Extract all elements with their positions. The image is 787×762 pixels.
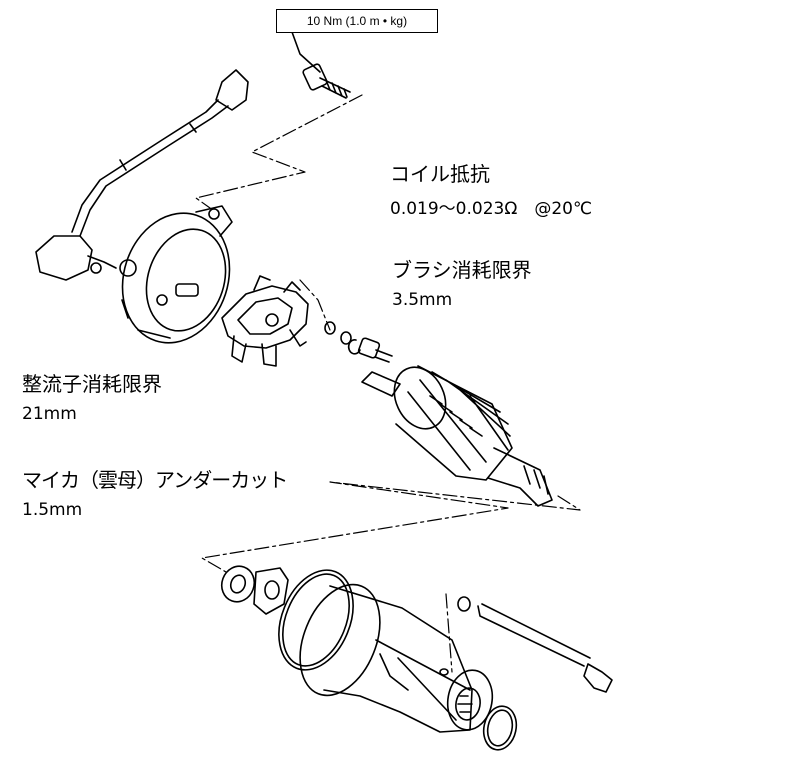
brush-wear-limit-value: 3.5mm — [392, 290, 453, 310]
assembly-line-lower — [202, 482, 580, 572]
washers-and-screw — [325, 322, 392, 362]
assembly-line-top — [196, 95, 362, 208]
coil-resistance-value: 0.019～0.023Ω @20℃ — [390, 199, 593, 219]
torque-leader-line — [292, 32, 320, 72]
through-bolt — [458, 597, 612, 692]
coil-resistance-title: コイル抵抗 — [390, 162, 490, 186]
mica-undercut-title: マイカ（雲母）アンダーカット — [22, 468, 288, 492]
lower-washers — [217, 562, 288, 614]
armature — [362, 359, 552, 506]
o-ring-rear — [480, 703, 520, 753]
motor-yoke — [285, 573, 497, 734]
rear-end-cover — [106, 199, 246, 357]
commutator-wear-limit-value: 21mm — [22, 404, 77, 424]
torque-spec-box: 10 Nm (1.0 m • kg) — [276, 9, 438, 33]
brush-wear-limit-title: ブラシ消耗限界 — [392, 258, 532, 282]
assembly-line-middle — [300, 280, 330, 330]
top-bolt — [302, 63, 350, 98]
commutator-wear-limit-title: 整流子消耗限界 — [22, 372, 162, 396]
mica-undercut-value: 1.5mm — [22, 500, 83, 520]
brush-holder — [222, 276, 308, 366]
lead-wire — [36, 70, 248, 280]
o-ring-front — [265, 559, 367, 681]
assembly-line-vertical — [446, 594, 452, 672]
